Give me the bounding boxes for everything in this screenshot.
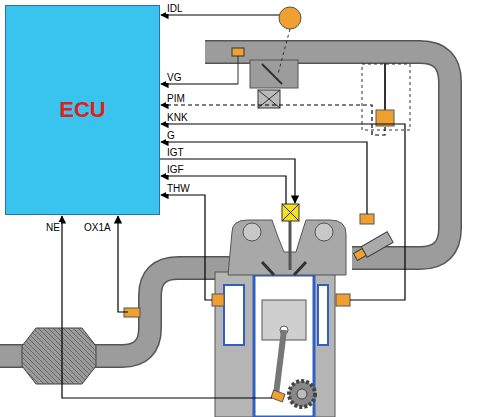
signal-name: THW (166, 183, 191, 194)
throttle-position-sensor (278, 7, 301, 74)
signal-name: NE (45, 222, 61, 233)
ecu-box: ECU (5, 5, 160, 215)
engine-block (215, 272, 335, 417)
signal-name: OX1A (83, 222, 112, 233)
signal-name: IDL (166, 3, 184, 14)
cylinder-head (228, 220, 346, 275)
signal-name: VG (166, 72, 182, 83)
manifold-pressure-sensor (362, 63, 410, 130)
ecu-label: ECU (59, 97, 105, 123)
signal-name: IGT (166, 147, 185, 158)
fuel-injector (352, 232, 393, 262)
airflow-meter (232, 48, 244, 84)
ignition-coil (282, 204, 299, 270)
catalytic-converter (22, 328, 96, 384)
coolant-sensor (212, 294, 224, 306)
signal-name: PIM (166, 93, 186, 104)
cam-sensor (360, 214, 374, 224)
throttle-body (250, 60, 298, 108)
signal-name: IGF (166, 164, 185, 175)
signal-name: KNK (166, 112, 189, 123)
knock-sensor (336, 294, 350, 306)
crank-gear (271, 381, 315, 407)
signal-name: G (166, 130, 176, 141)
